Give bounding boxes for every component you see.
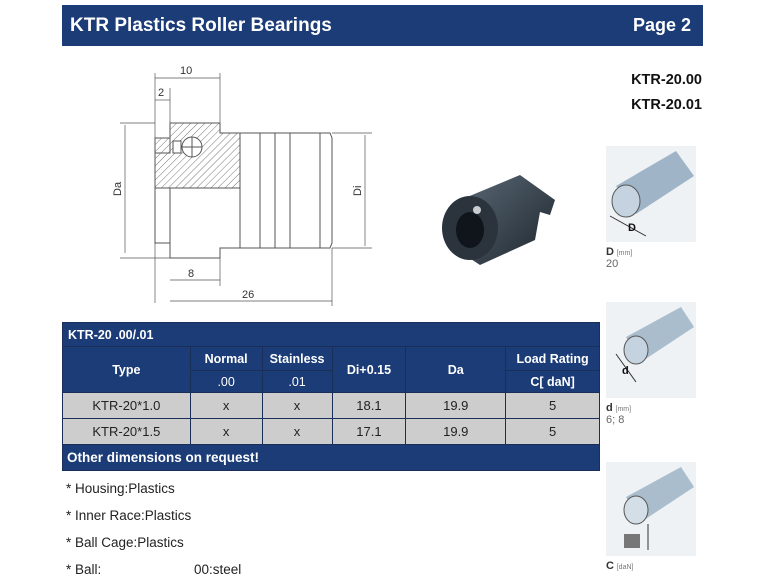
param-letter: D [606, 246, 614, 258]
param-letter: d [606, 402, 613, 414]
table-row: KTR-20*1.0 x x 18.1 19.9 5 [62, 392, 600, 419]
param-value: 6; 8 [606, 414, 625, 426]
param-value: 20 [606, 258, 619, 270]
col-header-di: Di+0.15 [331, 346, 407, 393]
roller-inner-diameter-icon: d [606, 302, 696, 398]
cell-type: KTR-20*1.5 [62, 418, 191, 445]
note-ball: * Ball:00:steel [66, 562, 242, 577]
cell-type: KTR-20*1.0 [62, 392, 191, 419]
page-title: KTR Plastics Roller Bearings [70, 14, 332, 36]
cell-load: 5 [505, 418, 600, 445]
col-header-stainless: Stainless [261, 346, 333, 371]
param-inner-diameter: d d [mm] 6; 8 [606, 302, 702, 427]
param-outer-diameter: D D [mm] 20 [606, 146, 702, 271]
spec-table: KTR-20 .00/.01 Type Normal Stainless Di+… [62, 322, 600, 471]
diagram-label-d: D [628, 222, 636, 234]
table-row: KTR-20*1.5 x x 17.1 19.9 5 [62, 418, 600, 445]
cell-di: 18.1 [331, 392, 407, 419]
table-footer-note: Other dimensions on request! [62, 444, 600, 471]
param-unit: [mm] [615, 406, 632, 413]
cell-da: 19.9 [405, 418, 507, 445]
dim-label-26: 26 [242, 289, 254, 301]
cell-normal: x [189, 418, 263, 445]
page-number: Page 2 [632, 15, 691, 35]
dim-label-di: Di [352, 186, 364, 196]
roller-diameter-icon: D [606, 146, 696, 242]
model-number: KTR-20.00 [631, 72, 702, 88]
param-unit: [daN] [616, 564, 634, 571]
material-notes: * Housing:Plastics * Inner Race:Plastics… [66, 480, 242, 579]
col-header-stainless-code: .01 [261, 370, 333, 393]
note-ball-value: 00:steel [194, 562, 242, 577]
col-header-type: Type [62, 346, 191, 393]
model-list: KTR-20.00 KTR-20.01 [612, 68, 702, 118]
bearing-product-image [442, 175, 555, 265]
dim-label-10: 10 [180, 65, 192, 77]
cell-stainless: x [261, 392, 333, 419]
note-housing: * Housing:Plastics [66, 481, 175, 496]
cell-stainless: x [261, 418, 333, 445]
col-header-da: Da [405, 346, 507, 393]
col-header-load-unit: C[ daN] [505, 370, 600, 393]
param-load-rating: C [daN] [606, 462, 702, 572]
note-inner-race: * Inner Race:Plastics [66, 508, 192, 523]
dim-label-2: 2 [158, 87, 164, 99]
cell-di: 17.1 [331, 418, 407, 445]
param-unit: [mm] [616, 250, 633, 257]
param-letter: C [606, 560, 614, 572]
cell-load: 5 [505, 392, 600, 419]
col-header-normal: Normal [189, 346, 263, 371]
table-caption: KTR-20 .00/.01 [62, 322, 600, 347]
col-header-normal-code: .00 [189, 370, 263, 393]
page-header: KTR Plastics Roller Bearings Page 2 [62, 5, 703, 46]
model-number: KTR-20.01 [631, 97, 702, 113]
diagram-label-small-d: d [622, 365, 629, 377]
load-weight-icon [606, 462, 696, 556]
cell-normal: x [189, 392, 263, 419]
col-header-load: Load Rating [505, 346, 600, 371]
technical-drawing: 10 2 Da Di 8 26 [112, 65, 372, 306]
dim-label-da: Da [112, 181, 124, 196]
dim-label-8: 8 [188, 268, 194, 280]
note-ball-cage: * Ball Cage:Plastics [66, 535, 184, 550]
cell-da: 19.9 [405, 392, 507, 419]
